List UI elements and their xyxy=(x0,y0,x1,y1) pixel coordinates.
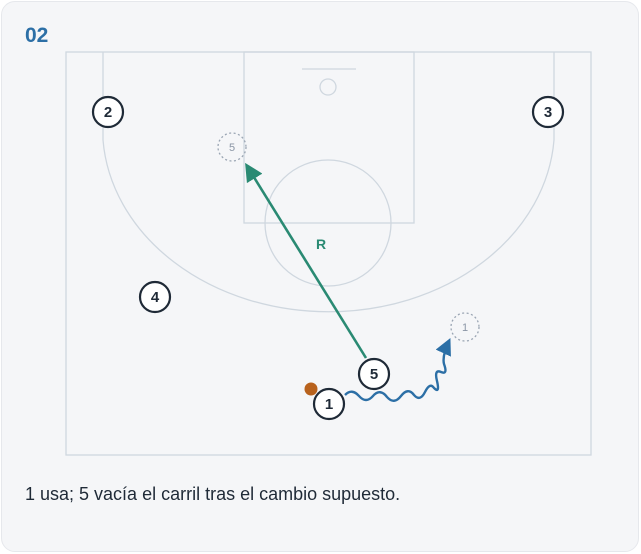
three-point-line xyxy=(102,52,555,313)
player-label-3: 3 xyxy=(544,104,552,121)
player-5: 5 xyxy=(357,357,391,391)
play-number: 02 xyxy=(25,24,49,47)
ghost-label-5: 5 xyxy=(229,142,235,154)
player-label-2: 2 xyxy=(104,104,112,121)
player-label-4: 4 xyxy=(151,289,160,306)
player-1: 1 xyxy=(312,387,346,421)
paint-lane xyxy=(243,51,415,224)
ghost-player-5: 5 xyxy=(217,132,247,162)
player-label-1: 1 xyxy=(325,396,333,413)
dribble-arrow xyxy=(344,337,451,402)
rim xyxy=(319,78,337,96)
ball-icon xyxy=(304,382,318,396)
pass-label: R xyxy=(316,236,326,252)
player-label-5: 5 xyxy=(370,366,378,383)
player-3: 3 xyxy=(531,95,565,129)
ghost-player-1: 1 xyxy=(450,312,480,342)
pass-arrow xyxy=(245,162,368,359)
ghost-label-1: 1 xyxy=(462,322,468,334)
player-4: 4 xyxy=(138,280,172,314)
free-throw-circle xyxy=(264,159,392,287)
player-2: 2 xyxy=(91,95,125,129)
caption: 1 usa; 5 vacía el carril tras el cambio … xyxy=(25,484,401,504)
